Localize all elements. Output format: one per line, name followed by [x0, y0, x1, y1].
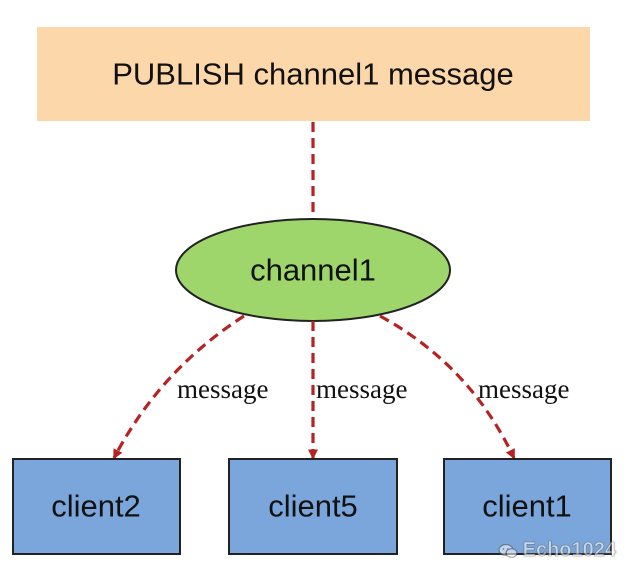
client2-label: client2	[51, 489, 141, 524]
channel-to-client1-arrow	[379, 314, 516, 460]
edge-label-client2: message	[177, 374, 268, 404]
wechat-icon	[498, 543, 518, 558]
channel-to-client2-arrow	[112, 314, 245, 460]
client-node-client2: client2	[12, 458, 181, 555]
client1-box	[443, 458, 612, 555]
edge-label-client5: message	[316, 374, 407, 404]
channel-label: channel1	[250, 253, 376, 288]
client2-box	[12, 458, 181, 555]
client1-label: client1	[482, 489, 572, 524]
client-node-client5: client5	[228, 458, 398, 555]
watermark-text: Echo1024	[522, 539, 616, 562]
client5-box	[228, 458, 398, 555]
watermark: Echo1024	[498, 539, 616, 562]
client5-label: client5	[268, 489, 358, 524]
client-node-client1: client1	[443, 458, 612, 555]
publish-command-box: PUBLISH channel1 message	[37, 27, 590, 121]
edge-label-client1: message	[478, 374, 569, 404]
publish-command-label: PUBLISH channel1 message	[112, 57, 514, 92]
publish-command-box-bg	[37, 27, 590, 121]
channel-node: channel1	[175, 218, 451, 322]
